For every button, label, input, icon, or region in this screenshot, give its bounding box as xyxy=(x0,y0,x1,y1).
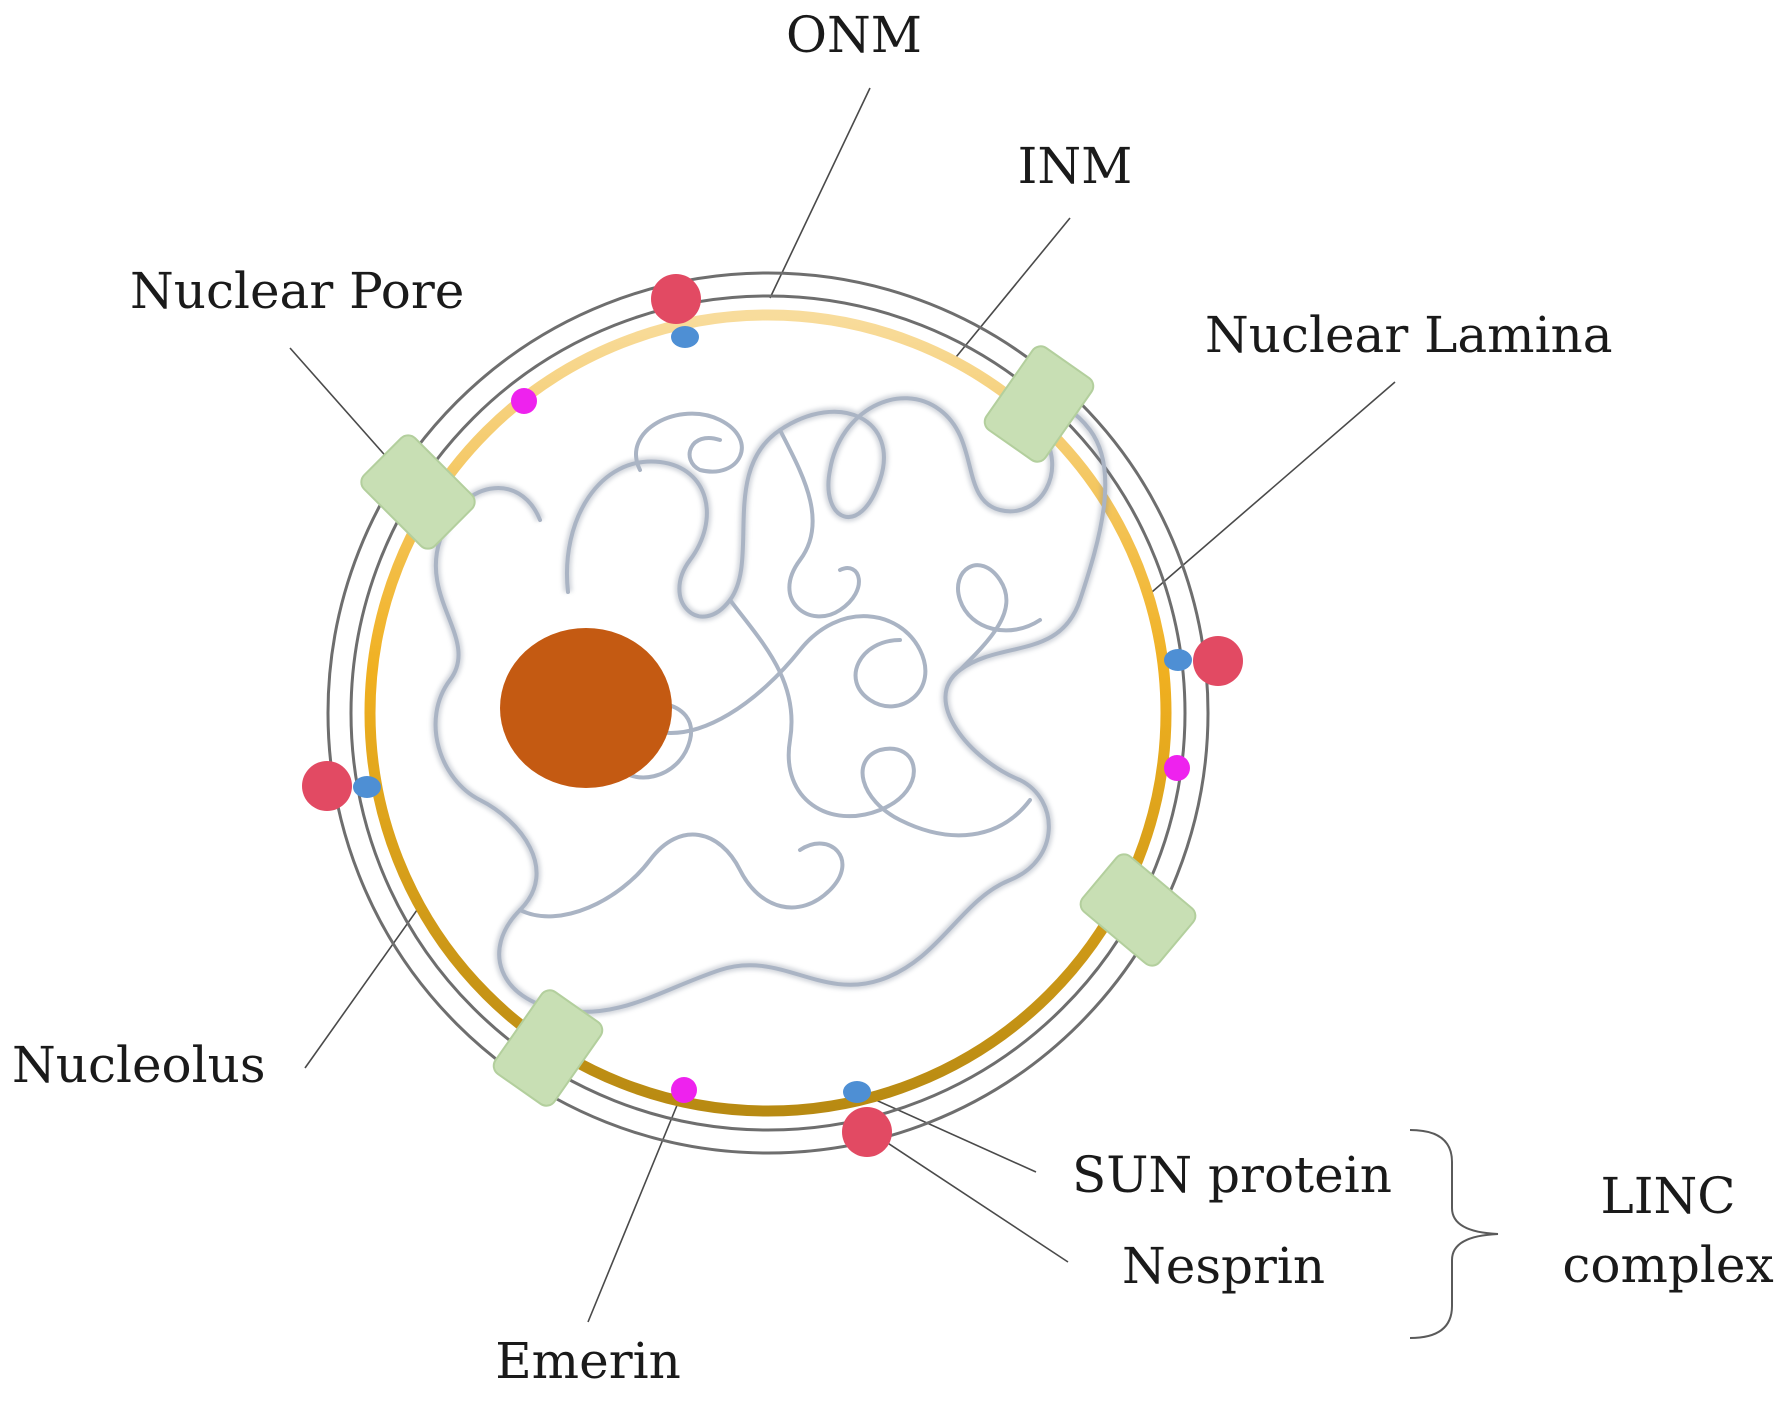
inm-leader-line xyxy=(951,217,1071,363)
inm-label: INM xyxy=(1018,137,1133,195)
nuclear-pore-leader-line xyxy=(289,347,399,471)
nuclear-pores xyxy=(360,345,1197,1107)
sun-protein-leader-line xyxy=(857,1091,1037,1173)
emerin-protein xyxy=(671,1077,697,1103)
nucleolus xyxy=(500,628,672,788)
nuclear-pore xyxy=(1079,853,1197,967)
nuclear-pore xyxy=(983,345,1095,463)
emerin-leader-line xyxy=(587,1097,681,1323)
sun-protein xyxy=(353,776,381,798)
chromatin xyxy=(433,396,1108,1014)
sun-protein xyxy=(671,326,699,348)
leader-lines xyxy=(289,87,1396,1323)
nuclear-pore-label: Nuclear Pore xyxy=(130,262,464,320)
nesprin-leader-line xyxy=(867,1129,1069,1263)
emerin-protein xyxy=(511,388,537,414)
inner-nuclear-membrane xyxy=(349,294,1187,1132)
nesprin-protein xyxy=(1193,636,1243,686)
nesprin-proteins xyxy=(302,274,1243,1157)
nesprin-protein xyxy=(302,761,352,811)
outer-nuclear-membrane xyxy=(326,271,1210,1155)
nesprin-protein xyxy=(651,274,701,324)
onm-leader-line xyxy=(769,87,871,299)
sun-protein xyxy=(1164,649,1192,671)
nuclear-lamina-leader-line xyxy=(1144,381,1396,599)
sun-protein xyxy=(843,1081,871,1103)
emerin-protein xyxy=(1164,755,1190,781)
emerin-label: Emerin xyxy=(495,1332,681,1390)
nuclear-pore xyxy=(492,989,604,1107)
nuclear-pore xyxy=(360,434,476,550)
emerin-proteins xyxy=(511,388,1190,1103)
nesprin-protein xyxy=(842,1107,892,1157)
nesprin-label: Nesprin xyxy=(1122,1237,1325,1295)
nuclear-lamina-label: Nuclear Lamina xyxy=(1205,306,1613,364)
linc-complex-label-line1: LINC xyxy=(1601,1167,1736,1225)
linc-complex-bracket xyxy=(1409,1129,1499,1339)
linc-complex-label-line2: complex xyxy=(1562,1236,1773,1294)
onm-label: ONM xyxy=(786,6,922,64)
nucleolus-label: Nucleolus xyxy=(12,1036,266,1094)
sun-proteins xyxy=(353,326,1192,1103)
sun-protein-label: SUN protein xyxy=(1072,1146,1392,1204)
